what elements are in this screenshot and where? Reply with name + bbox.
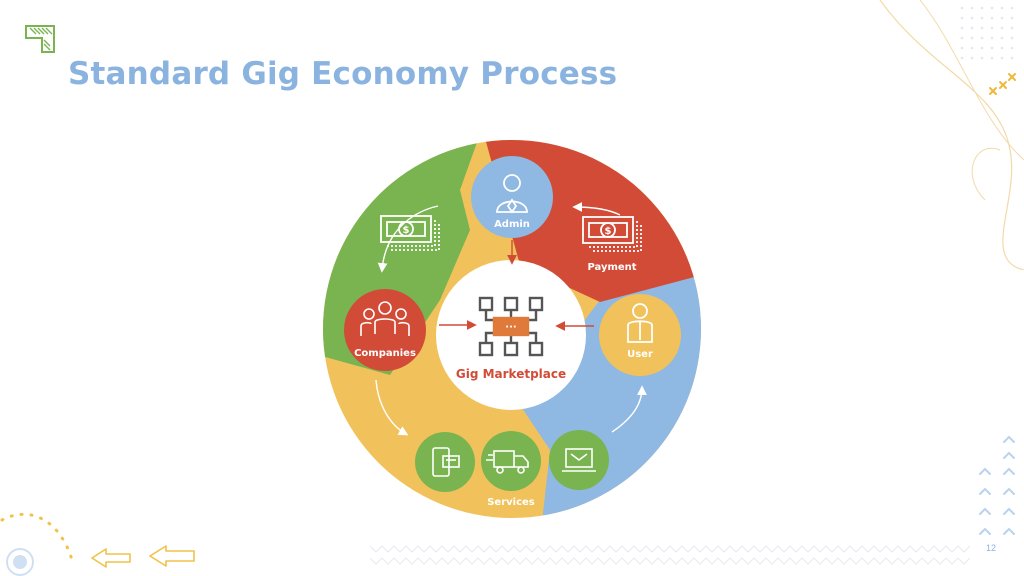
decorative-dotted-arc — [0, 512, 74, 576]
truck-node — [481, 431, 541, 491]
arrow-money-to-companies — [377, 205, 439, 273]
page-title: Standard Gig Economy Process — [68, 56, 618, 92]
admin-label: Admin — [494, 219, 530, 230]
arrow-left-icon[interactable] — [90, 546, 134, 570]
svg-text:$: $ — [605, 226, 612, 237]
decorative-chevrons — [979, 435, 1015, 535]
decorative-dot-grid — [960, 6, 1014, 60]
companies-label: Companies — [354, 348, 416, 359]
arrow-left-icon[interactable] — [148, 542, 198, 570]
decorative-curves — [879, 0, 1024, 270]
services-label: Services — [487, 497, 535, 508]
decorative-zigzag — [370, 545, 970, 565]
team-icon — [360, 301, 410, 336]
money-bill-icon — [582, 216, 642, 252]
decorative-crosses — [989, 73, 1016, 95]
admin-node — [471, 156, 553, 238]
corner-logo-icon — [25, 25, 55, 53]
svg-text:···: ··· — [505, 322, 516, 333]
center-label: Gig Marketplace — [456, 367, 566, 381]
phone-node — [415, 432, 475, 492]
businessman-icon — [496, 174, 528, 214]
arrow-payment-to-admin — [572, 202, 621, 216]
mobile-payment-icon — [432, 447, 460, 477]
user-label: User — [627, 349, 653, 360]
network-icon — [478, 296, 544, 357]
laptop-mail-icon — [562, 448, 596, 472]
person-icon — [627, 303, 653, 343]
arrow-services-to-user — [611, 385, 647, 433]
svg-text:$: $ — [403, 225, 410, 236]
delivery-truck-icon — [486, 450, 529, 474]
arrow-companies-to-services — [375, 379, 409, 436]
page-number: 12 — [986, 543, 997, 553]
payment-label: Payment — [587, 262, 636, 273]
companies-node — [344, 289, 426, 371]
